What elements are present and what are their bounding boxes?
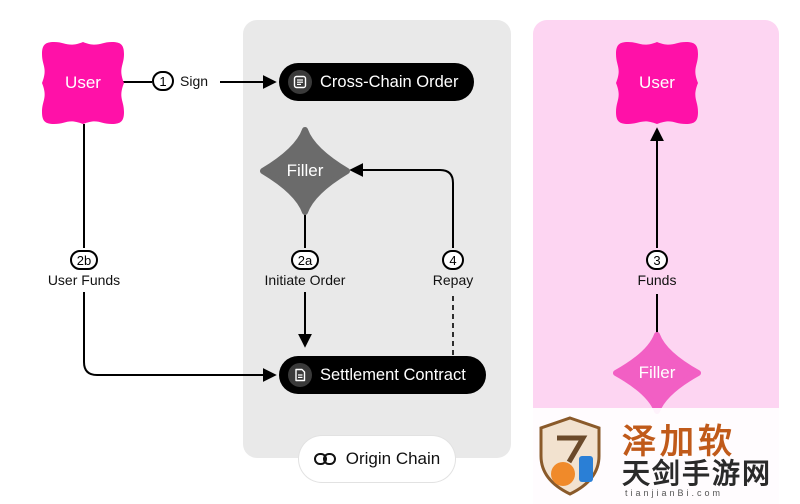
step-initiate-order: 2a Initiate Order bbox=[255, 250, 355, 288]
user-funds-arrow bbox=[83, 124, 274, 375]
step-label: Repay bbox=[432, 272, 474, 288]
step-label: Funds bbox=[637, 272, 677, 288]
step-sign: 1 Sign bbox=[152, 71, 208, 91]
origin-chain-label-pill: Origin Chain bbox=[299, 436, 455, 482]
user-node-destination: User bbox=[616, 42, 698, 124]
settlement-contract-node: Settlement Contract bbox=[279, 356, 486, 394]
repay-arrow bbox=[349, 163, 454, 248]
cross-chain-order-node: Cross-Chain Order bbox=[279, 63, 474, 101]
contract-document-icon bbox=[288, 363, 312, 387]
watermark-url: tianjianBi.com bbox=[625, 488, 724, 498]
document-list-icon bbox=[288, 70, 312, 94]
step-badge: 4 bbox=[442, 250, 464, 270]
step-label: Initiate Order bbox=[264, 272, 346, 288]
step-label: Sign bbox=[180, 73, 209, 89]
filler-origin-label: Filler bbox=[286, 161, 324, 180]
watermark-text-top: 泽加软 bbox=[622, 423, 736, 461]
chain-link-icon bbox=[313, 453, 336, 465]
step-badge: 3 bbox=[646, 250, 668, 270]
user-node-label: User bbox=[639, 73, 675, 92]
step-badge: 1 bbox=[152, 71, 174, 91]
origin-chain-label: Origin Chain bbox=[345, 449, 441, 468]
watermark-text-main: 天剑手游网 bbox=[622, 458, 773, 489]
filler-dest-label: Filler bbox=[638, 363, 676, 382]
step-repay: 4 Repay bbox=[423, 250, 483, 288]
filler-origin-shape bbox=[260, 127, 350, 215]
cross-chain-order-label: Cross-Chain Order bbox=[320, 72, 459, 91]
watermark: 泽加软 天剑手游网 tianjianBi.com bbox=[527, 408, 800, 504]
step-badge: 2b bbox=[69, 250, 99, 270]
shield-logo-icon bbox=[539, 416, 601, 496]
step-funds: 3 Funds bbox=[627, 250, 687, 288]
user-node-origin: User bbox=[42, 42, 124, 124]
step-label: User Funds bbox=[47, 272, 121, 288]
settlement-contract-label: Settlement Contract bbox=[320, 365, 466, 384]
step-badge: 2a bbox=[290, 250, 320, 270]
step-user-funds: 2b User Funds bbox=[44, 250, 124, 288]
user-node-label: User bbox=[65, 73, 101, 92]
